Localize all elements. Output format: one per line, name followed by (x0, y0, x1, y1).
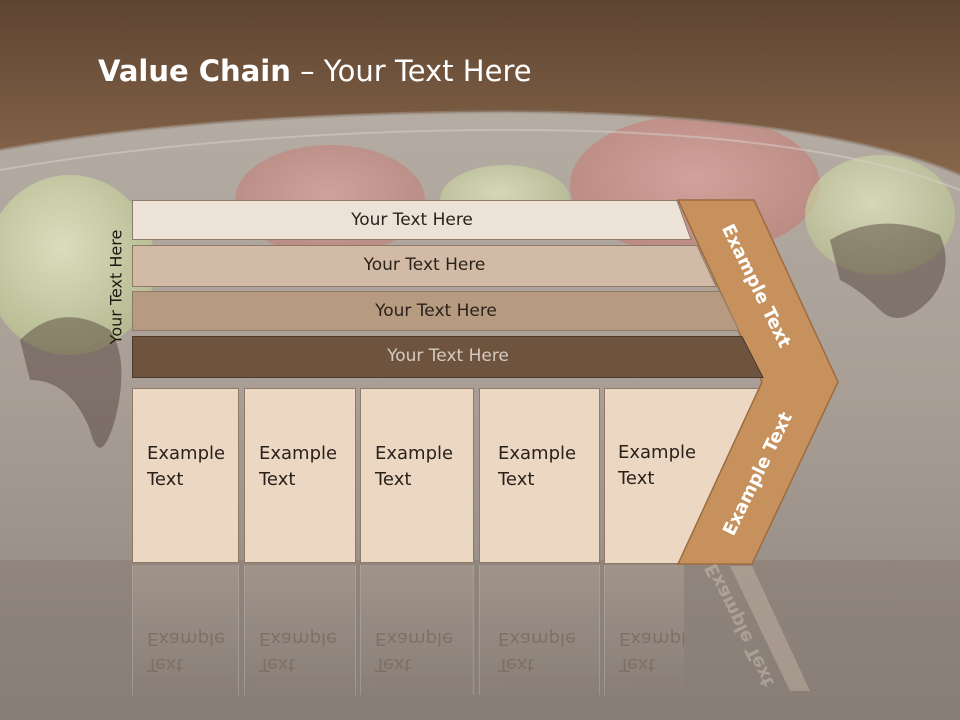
box-2: Example Text (244, 388, 356, 563)
box-4-line2: Text (498, 469, 535, 490)
box-5-line1: Example (618, 442, 697, 463)
box-1-reflection-line1: Example (147, 628, 226, 649)
box-5: Example Text (618, 440, 696, 492)
box-2-line1: Example (259, 443, 338, 464)
box-1-reflection: Text Example (132, 565, 239, 695)
row-4: Your Text Here (132, 336, 764, 378)
box-1-line1: Example (147, 443, 226, 464)
box-3-reflection: Text Example (360, 565, 474, 695)
box-2-reflection: Text Example (244, 565, 356, 695)
row-3-shape (132, 291, 740, 331)
row-2-shape (132, 245, 717, 287)
box-2-reflection-line2: Text (259, 654, 296, 675)
box-4: Example Text (479, 388, 600, 563)
row-4-label: Your Text Here (387, 346, 509, 366)
box-3-reflection-line2: Text (375, 654, 412, 675)
box-4-line1: Example (498, 443, 577, 464)
side-label: Your Text Here (106, 229, 126, 345)
row-1-shape (132, 200, 692, 240)
title-rest: – Your Text Here (290, 54, 532, 88)
slide-title: Value Chain – Your Text Here (98, 54, 532, 88)
row-2-label: Your Text Here (363, 255, 486, 275)
box-1-line2: Text (147, 469, 184, 490)
box-3-line2: Text (375, 469, 412, 490)
box-2-reflection-line1: Example (259, 628, 338, 649)
box-5-line2: Text (618, 468, 655, 489)
row-4-shape (132, 336, 764, 378)
row-2: Your Text Here (132, 245, 717, 287)
box-2-line2: Text (259, 469, 296, 490)
row-3-label: Your Text Here (375, 301, 497, 321)
row-1-label: Your Text Here (351, 210, 473, 230)
box-3: Example Text (360, 388, 474, 563)
row-3: Your Text Here (132, 291, 740, 331)
box-4-reflection-line2: Text (498, 654, 535, 675)
chevron-arrow (676, 199, 839, 565)
row-1: Your Text Here (132, 200, 692, 240)
box-1-reflection-line2: Text (147, 654, 184, 675)
box-3-line1: Example (375, 443, 454, 464)
box-4-reflection-line1: Example (498, 628, 577, 649)
title-bold: Value Chain (98, 54, 291, 88)
box-3-reflection-line1: Example (375, 628, 454, 649)
chevron-reflection (678, 566, 810, 691)
box-4-reflection: Text Example (479, 565, 600, 695)
box-1: Example Text (132, 388, 239, 563)
